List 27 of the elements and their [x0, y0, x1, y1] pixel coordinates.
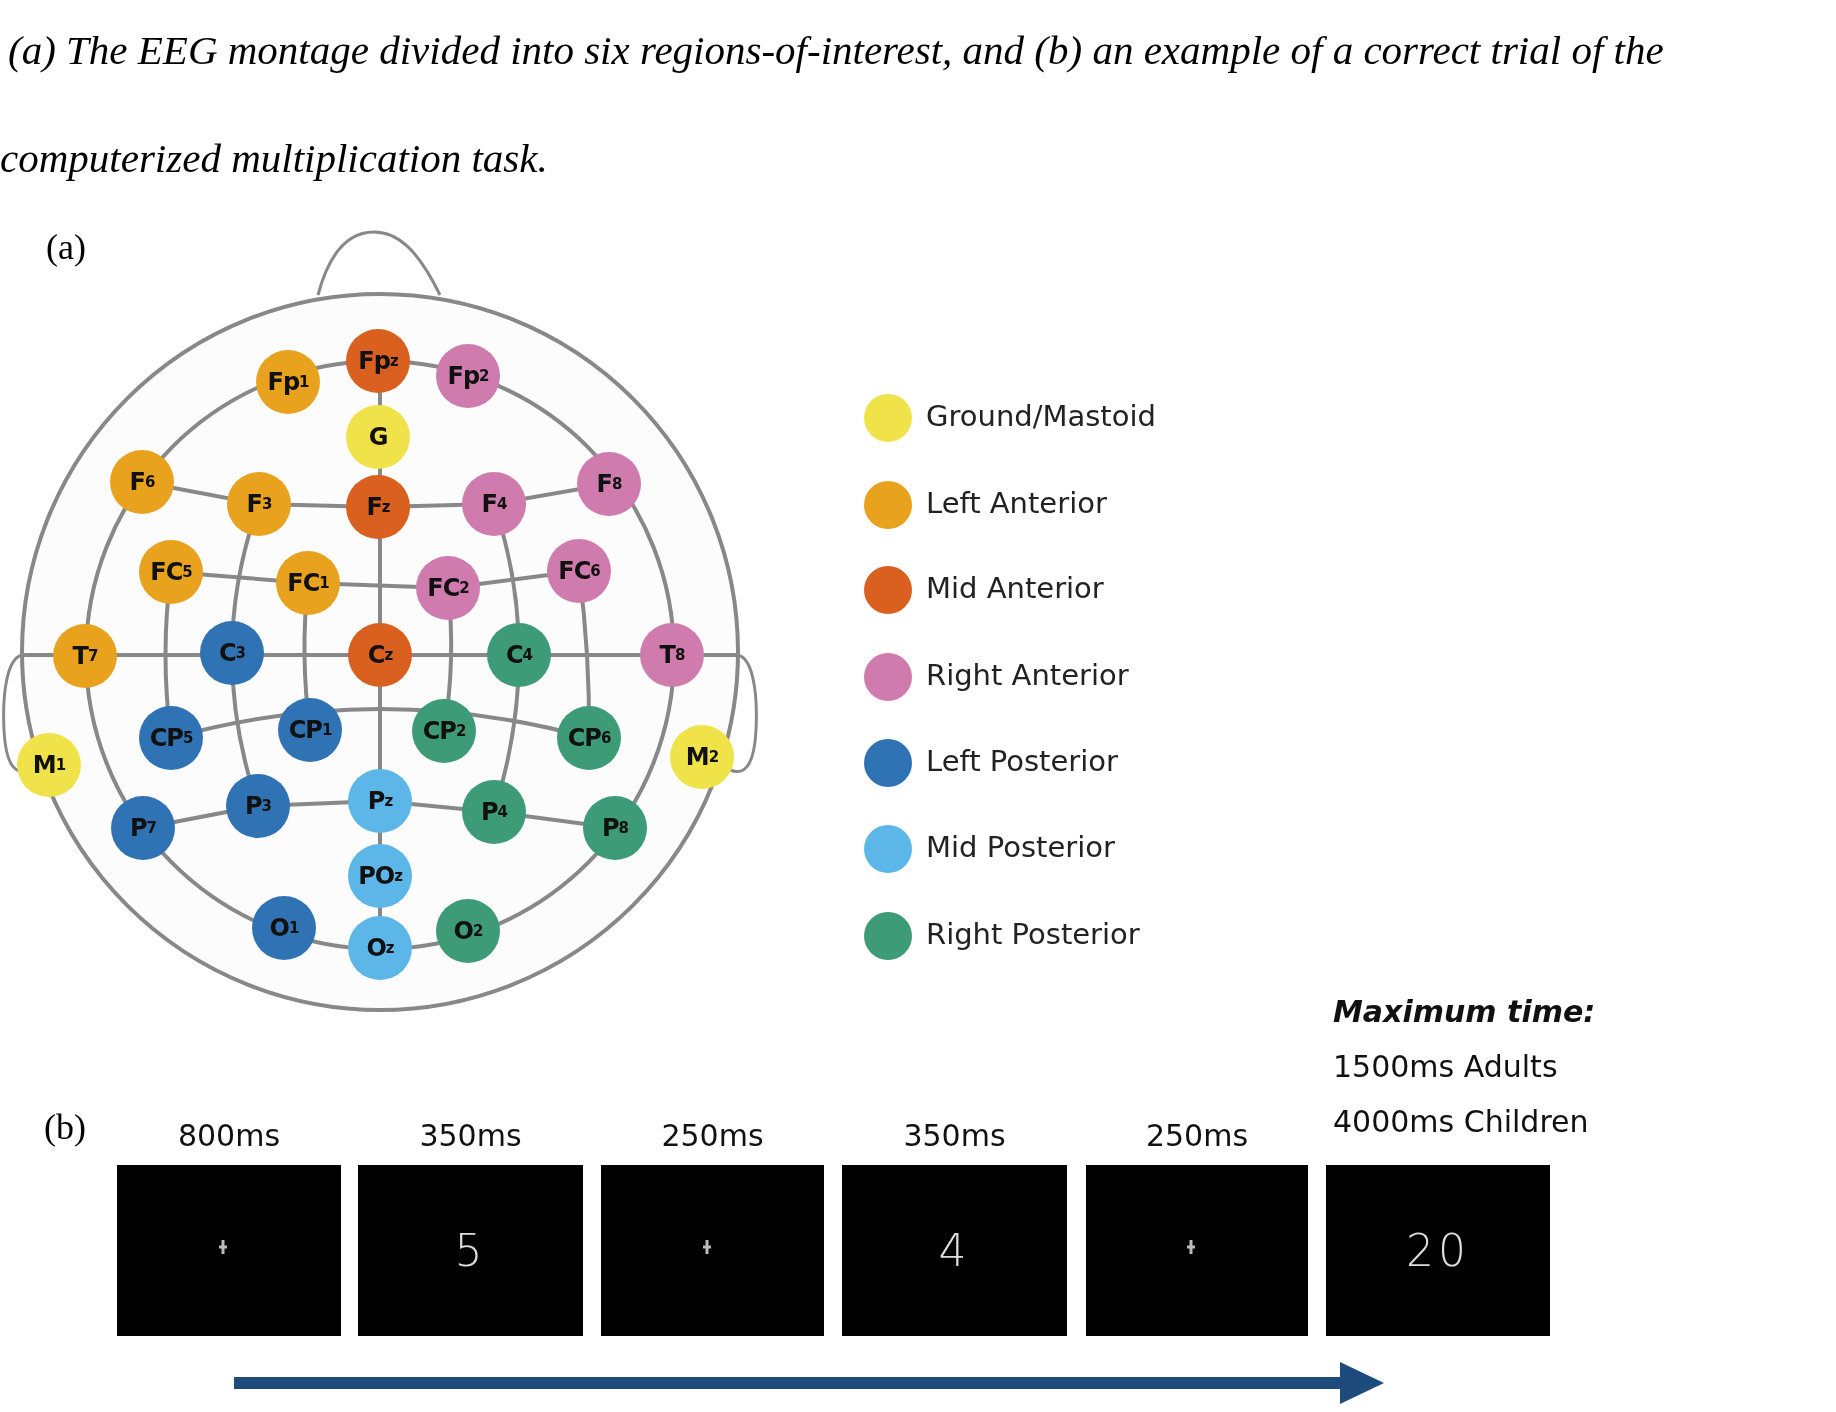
legend-label: Mid Anterior — [926, 571, 1104, 605]
duration-label: 250ms — [660, 1118, 765, 1153]
stimulus-number: 5 — [454, 1225, 487, 1276]
duration-heading: Maximum time: — [1333, 994, 1596, 1029]
stimulus-screen — [1086, 1165, 1308, 1336]
stimulus-number: 4 — [938, 1225, 971, 1276]
duration-label: 350ms — [418, 1118, 523, 1153]
duration-label: 4000ms Children — [1333, 1104, 1589, 1139]
legend-label: Right Anterior — [926, 658, 1129, 692]
panel-label: (a) — [46, 226, 86, 268]
stimulus-screen — [1326, 1165, 1550, 1336]
stimulus-screen — [601, 1165, 824, 1336]
legend-label: Left Anterior — [926, 486, 1107, 520]
stimulus-screen — [117, 1165, 341, 1336]
legend-label: Right Posterior — [926, 917, 1140, 951]
stimulus-screen — [358, 1165, 583, 1336]
panel-label: (b) — [44, 1106, 86, 1148]
legend-label: Left Posterior — [926, 744, 1118, 778]
stimulus-screen — [842, 1165, 1067, 1336]
duration-label: 800ms — [176, 1118, 282, 1153]
figure-caption: (a) The EEG montage divided into six regions-of-interest, and (b) an example of a correct trial of the computerized multiplication task. — [0, 26, 1665, 183]
duration-label: 350ms — [902, 1118, 1007, 1153]
stimulus-number: 20 — [1406, 1225, 1470, 1276]
duration-label: 1500ms Adults — [1333, 1049, 1558, 1084]
legend-label: Ground/Mastoid — [926, 399, 1156, 433]
legend-label: Mid Posterior — [926, 830, 1115, 864]
duration-label: 250ms — [1144, 1118, 1250, 1153]
